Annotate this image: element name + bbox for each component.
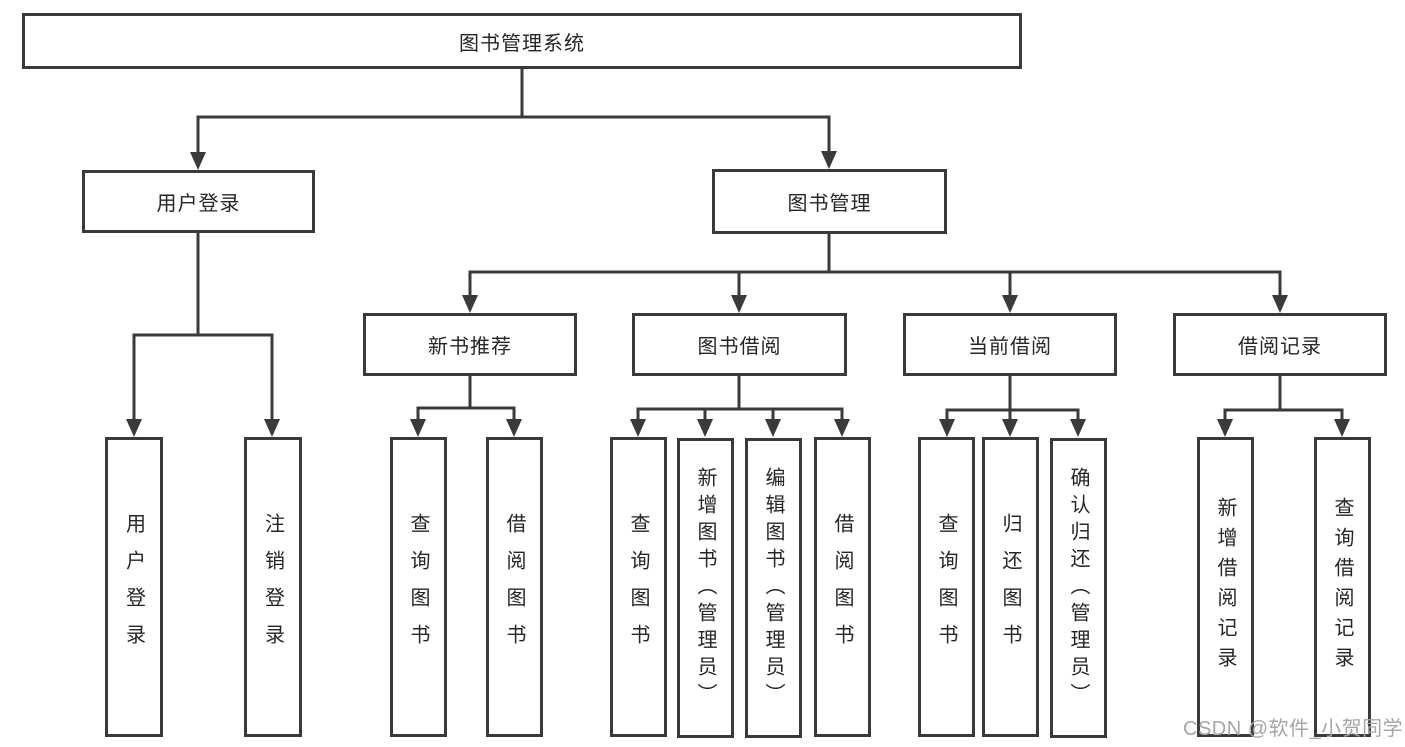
leaf-edit-book-admin-label: 编辑图书（管理员） bbox=[762, 466, 784, 710]
leaf-add-book-admin-label: 新增图书（管理员） bbox=[694, 466, 716, 710]
leaf-add-borrow-record-label: 新增借阅记录 bbox=[1214, 497, 1236, 677]
leaf-query-borrow-record: 查询借阅记录 bbox=[1314, 437, 1371, 737]
node-new-book-recommend: 新书推荐 bbox=[363, 313, 577, 376]
node-borrow-record-label: 借阅记录 bbox=[1238, 336, 1322, 358]
node-user-login: 用户登录 bbox=[82, 170, 315, 233]
connector-root-to-level2 bbox=[190, 66, 837, 170]
node-book-borrow-label: 图书借阅 bbox=[697, 336, 782, 358]
leaf-borrow-book-recommend: 借阅图书 bbox=[486, 437, 543, 737]
leaf-user-login: 用户登录 bbox=[105, 437, 163, 737]
leaf-borrow-book-label: 借阅图书 bbox=[831, 513, 853, 661]
node-user-login-label: 用户登录 bbox=[156, 193, 241, 215]
leaf-query-borrow-record-label: 查询借阅记录 bbox=[1331, 497, 1353, 677]
leaf-return-book: 归还图书 bbox=[982, 437, 1039, 737]
node-book-management-label: 图书管理 bbox=[787, 193, 872, 215]
leaf-logout-login: 注销登录 bbox=[244, 437, 302, 737]
leaf-confirm-return-admin-label: 确认归还（管理员） bbox=[1067, 466, 1089, 710]
node-new-book-recommend-label: 新书推荐 bbox=[428, 336, 512, 358]
node-root-label: 图书管理系统 bbox=[459, 32, 585, 55]
node-book-borrow: 图书借阅 bbox=[632, 313, 847, 376]
connector-book-management-to-level3 bbox=[462, 232, 1288, 313]
leaf-user-login-label: 用户登录 bbox=[122, 513, 145, 661]
leaf-return-book-label: 归还图书 bbox=[999, 513, 1021, 661]
leaf-query-book-borrow: 查询图书 bbox=[610, 437, 667, 737]
leaf-logout-login-label: 注销登录 bbox=[261, 513, 284, 661]
node-borrow-record: 借阅记录 bbox=[1173, 313, 1387, 376]
leaf-add-borrow-record: 新增借阅记录 bbox=[1197, 437, 1254, 737]
node-book-management: 图书管理 bbox=[712, 169, 947, 234]
leaf-borrow-book: 借阅图书 bbox=[814, 437, 871, 737]
node-current-borrow: 当前借阅 bbox=[903, 313, 1117, 376]
connector-borrow-record-to-leaves bbox=[1217, 374, 1350, 437]
connector-current-borrow-to-leaves bbox=[939, 374, 1086, 437]
csdn-watermark: CSDN @软件_小贺同学 bbox=[1183, 718, 1404, 740]
leaf-edit-book-admin: 编辑图书（管理员） bbox=[745, 438, 802, 738]
leaf-add-book-admin: 新增图书（管理员） bbox=[677, 438, 734, 738]
node-current-borrow-label: 当前借阅 bbox=[968, 336, 1052, 358]
leaf-query-book-borrow-label: 查询图书 bbox=[627, 513, 649, 661]
connector-user-login-to-leaves bbox=[126, 231, 280, 437]
leaf-query-book-current: 查询图书 bbox=[918, 437, 975, 737]
leaf-borrow-book-recommend-label: 借阅图书 bbox=[503, 513, 525, 661]
leaf-query-book-recommend: 查询图书 bbox=[390, 437, 447, 737]
leaf-query-book-recommend-label: 查询图书 bbox=[407, 513, 429, 661]
node-root: 图书管理系统 bbox=[22, 13, 1022, 69]
leaf-query-book-current-label: 查询图书 bbox=[935, 513, 957, 661]
leaf-confirm-return-admin: 确认归还（管理员） bbox=[1050, 438, 1107, 738]
connector-new-book-recommend-to-leaves bbox=[410, 374, 522, 437]
connector-book-borrow-to-leaves bbox=[630, 374, 850, 437]
